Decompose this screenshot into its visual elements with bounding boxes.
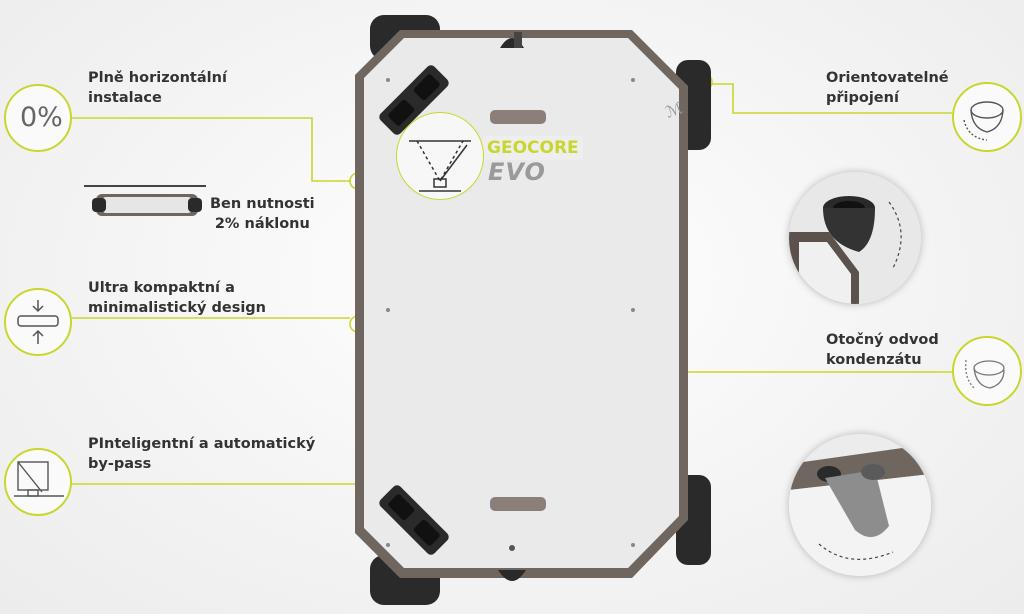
tilt-unit-icon	[84, 185, 206, 216]
condensate-photo-circle	[789, 434, 931, 576]
brand-logo: GEOCORE	[483, 136, 583, 160]
bottom-handle	[498, 570, 526, 581]
bypass-icon-circle	[4, 448, 72, 516]
bypass-diagram-icon	[409, 140, 471, 192]
vent-top-left	[379, 65, 449, 135]
zero-percent-icon: 0%	[20, 102, 63, 133]
bypass-icon	[14, 461, 64, 497]
model-logo: EVO	[488, 158, 546, 186]
vent-bottom-left	[379, 485, 449, 555]
condensate-icon-circle	[952, 336, 1022, 406]
label-tilt: Ben nutnosti 2% náklonu	[210, 196, 315, 232]
label-condensate: Otočný odvod kondenzátu	[826, 332, 939, 368]
rotate-connection-icon	[963, 101, 1004, 141]
rotatable-port-photo	[789, 172, 921, 304]
label-connection: Orientovatelné připojení	[826, 70, 949, 106]
horizontal-icon-circle: 0%	[4, 84, 72, 152]
connection-photo-circle	[789, 172, 921, 304]
condensate-drain-photo	[789, 434, 931, 576]
line-horizontal	[72, 117, 350, 182]
label-horizontal: Plně horizontální instalace	[88, 70, 227, 106]
compact-design-icon	[17, 300, 59, 344]
condensate-drain-icon	[965, 359, 1005, 389]
svg-text:ℳ: ℳ	[663, 98, 686, 122]
slot-bottom	[490, 497, 546, 511]
label-bypass: PInteligentní a automatický by-pass	[88, 436, 316, 472]
line-connection	[712, 83, 952, 114]
label-compact: Ultra kompaktní a minimalistický design	[88, 280, 266, 316]
connection-icon-circle	[952, 82, 1022, 152]
bypass-detail-circle	[396, 112, 484, 200]
slot-top	[490, 110, 546, 124]
compact-icon-circle	[4, 288, 72, 356]
